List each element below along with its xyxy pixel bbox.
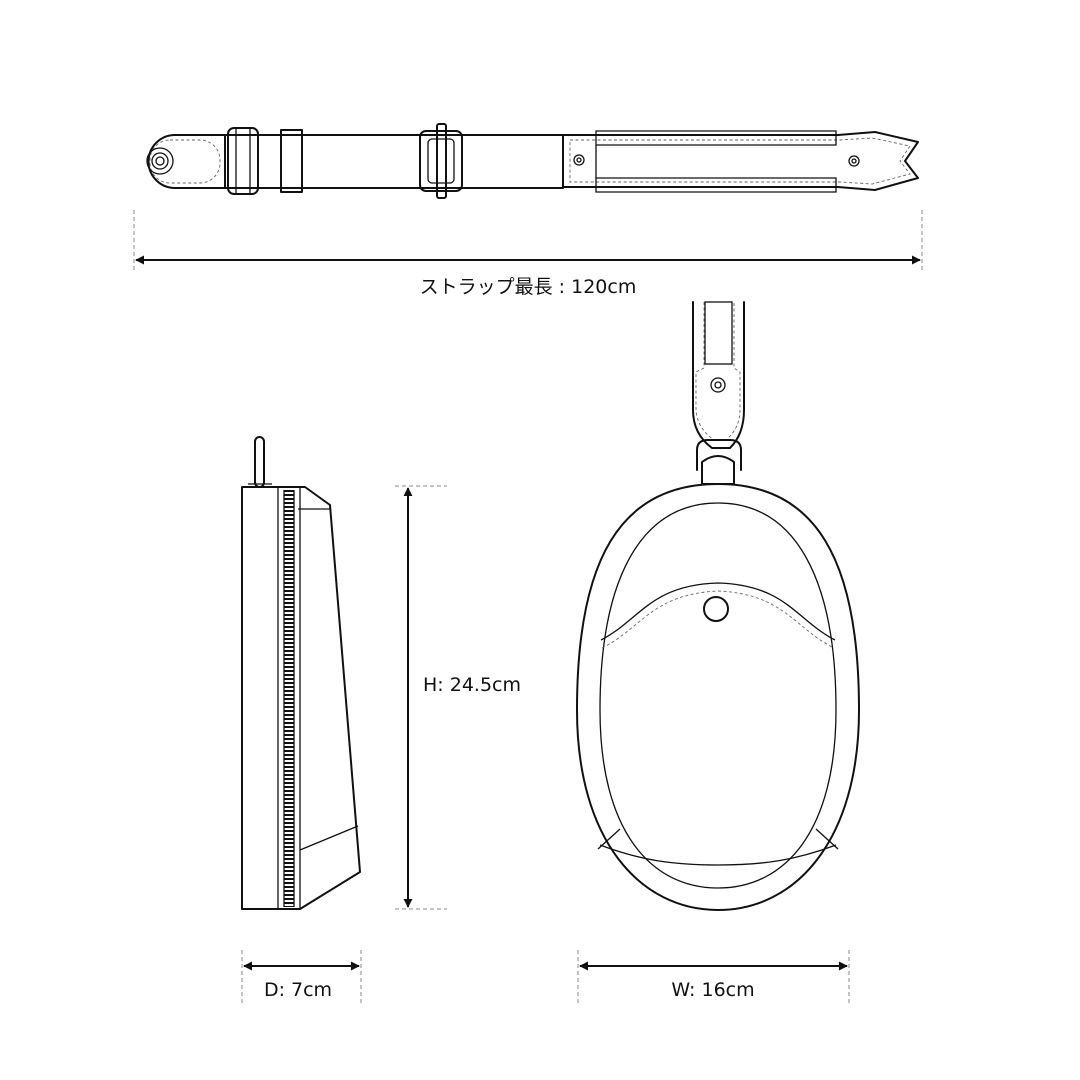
snap-button-icon	[703, 596, 729, 622]
width-label: W: 16cm	[671, 979, 754, 1001]
width-dimension	[577, 950, 850, 1003]
strap-length-dimension	[133, 210, 923, 272]
zipper-icon	[283, 490, 295, 907]
height-dimension	[395, 485, 447, 910]
height-label: H: 24.5cm	[423, 674, 521, 696]
strap-rivet-icon	[146, 147, 174, 175]
depth-dimension	[241, 950, 362, 1003]
bag-front-view	[576, 301, 860, 911]
bag-side-view	[241, 436, 361, 910]
depth-label: D: 7cm	[264, 979, 332, 1001]
strap-drawing	[146, 123, 919, 199]
strap-length-label: ストラップ最長 : 120cm	[420, 276, 637, 298]
